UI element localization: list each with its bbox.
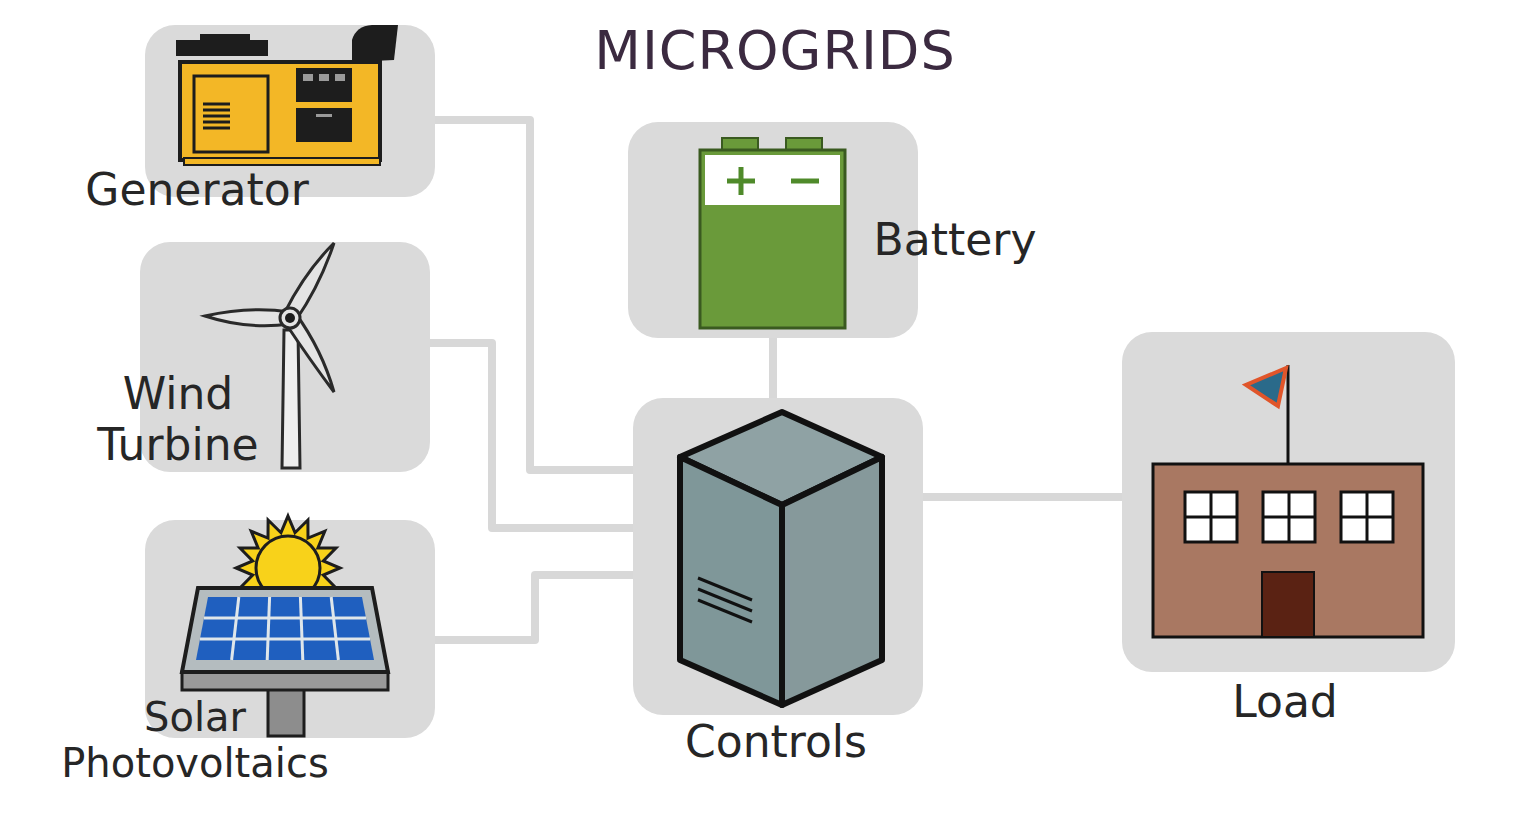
power-connector xyxy=(435,120,633,470)
wind-turbine-icon xyxy=(285,243,334,320)
node-label: Wind Turbine xyxy=(83,369,273,470)
building-icon xyxy=(1210,492,1213,542)
generator-icon xyxy=(303,74,313,81)
generator-icon xyxy=(203,121,230,124)
solar-panel-icon xyxy=(182,672,388,690)
generator-icon xyxy=(203,103,230,106)
building-icon xyxy=(1263,516,1315,519)
generator-icon xyxy=(203,104,230,128)
wind-turbine-icon xyxy=(282,330,300,468)
battery-icon xyxy=(786,138,822,152)
building-icon xyxy=(1366,492,1369,542)
power-connector xyxy=(430,343,633,528)
controls-box: Controls xyxy=(633,398,923,715)
battery-icon xyxy=(705,155,840,205)
building-icon xyxy=(1185,492,1237,542)
solar-panel-icon xyxy=(300,597,302,660)
controls-cabinet-icon xyxy=(680,412,882,505)
node-label: Battery xyxy=(835,215,1075,266)
controls-cabinet-icon xyxy=(698,589,752,611)
solar-panel-icon xyxy=(182,516,388,736)
controls-cabinet-icon xyxy=(782,457,882,705)
generator-icon xyxy=(200,34,250,44)
building-icon xyxy=(1262,572,1314,637)
generator-icon xyxy=(194,76,268,152)
wind-turbine-icon xyxy=(280,308,300,328)
wind-turbine-box: Wind Turbine xyxy=(140,242,430,472)
building-icon xyxy=(1153,464,1423,637)
solar-panel-icon xyxy=(236,516,340,620)
battery-icon xyxy=(722,138,758,152)
controls-cabinet-icon xyxy=(698,600,752,622)
power-connector xyxy=(435,575,633,640)
generator-icon xyxy=(176,40,268,56)
building-icon xyxy=(1185,492,1393,542)
load-box: Load xyxy=(1122,332,1455,672)
generator-icon xyxy=(296,108,352,142)
generator-icon xyxy=(319,74,329,81)
node-label: Solar Photovoltaics xyxy=(25,694,365,786)
generator-icon xyxy=(180,62,380,160)
battery-icon xyxy=(739,167,744,195)
solar-panel-icon xyxy=(256,536,320,600)
building-icon xyxy=(1153,365,1423,637)
solar-panel-icon xyxy=(331,597,338,660)
generator-icon xyxy=(203,109,230,112)
battery-icon xyxy=(791,179,819,184)
battery-box: Battery xyxy=(628,122,918,338)
building-icon xyxy=(1263,492,1315,542)
building-icon xyxy=(1287,365,1290,464)
battery-icon xyxy=(700,138,845,328)
building-icon xyxy=(1341,516,1393,519)
solar-panel-icon xyxy=(204,617,366,620)
generator-icon xyxy=(296,68,352,102)
wind-turbine-icon xyxy=(286,314,334,392)
generator-box: Generator xyxy=(145,25,435,197)
building-icon xyxy=(1185,516,1237,519)
generator-icon xyxy=(184,158,380,165)
battery-icon xyxy=(727,179,755,184)
wind-turbine-icon xyxy=(285,313,295,323)
node-label: Load xyxy=(1185,677,1385,728)
node-label: Controls xyxy=(636,717,916,768)
generator-icon xyxy=(203,115,230,118)
building-icon xyxy=(1288,492,1291,542)
generator-icon xyxy=(203,127,230,130)
generator-icon xyxy=(176,25,398,165)
building-icon xyxy=(1341,492,1393,542)
controls-cabinet-icon xyxy=(680,412,882,705)
controls-cabinet-icon xyxy=(698,578,752,600)
battery-icon xyxy=(700,150,845,328)
building-icon xyxy=(1185,492,1393,542)
solar-panel-icon xyxy=(232,597,239,660)
generator-icon xyxy=(335,74,345,81)
wind-turbine-icon xyxy=(205,243,334,468)
solar-panel-icon xyxy=(200,597,370,660)
wind-turbine-icon xyxy=(205,310,290,326)
solar-panel-icon xyxy=(182,588,388,672)
diagram-title: MICROGRIDS xyxy=(594,19,955,82)
solar-panel-icon xyxy=(268,684,304,736)
solar-panel-icon xyxy=(267,597,269,660)
power-connector xyxy=(923,493,1122,501)
solar-box: Solar Photovoltaics xyxy=(145,520,435,738)
power-connector xyxy=(769,338,777,398)
generator-icon xyxy=(352,25,398,62)
controls-cabinet-icon xyxy=(680,457,782,705)
building-icon xyxy=(1246,368,1286,406)
generator-icon xyxy=(316,114,332,117)
solar-panel-icon xyxy=(196,597,374,660)
node-label: Generator xyxy=(32,165,362,216)
solar-panel-icon xyxy=(200,638,370,641)
